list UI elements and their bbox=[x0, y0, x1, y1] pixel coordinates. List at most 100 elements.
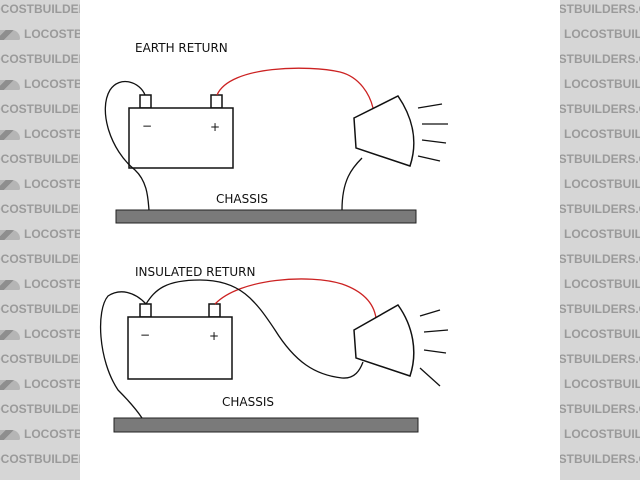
watermark-text: LOCOSTBUILDERS.CO.UK bbox=[0, 452, 80, 466]
chassis-label: CHASSIS bbox=[216, 192, 268, 206]
watermark-text: LOCOSTBUILDERS.CO.UK bbox=[564, 227, 640, 241]
positive-wire bbox=[214, 278, 377, 319]
watermark-row: LOCOSTBUILDERS.CO.UK bbox=[560, 152, 640, 166]
chassis-wire bbox=[100, 291, 147, 419]
watermark-row: LOCOSTBUILDERS.CO.UK bbox=[560, 377, 640, 391]
watermark-row: LOCOSTBUILDERS.CO.UK bbox=[0, 177, 80, 191]
watermark-text: LOCOSTBUILDERS.CO.UK bbox=[560, 402, 640, 416]
watermark-text: LOCOSTBUILDERS.CO.UK bbox=[560, 52, 640, 66]
watermark-row: LOCOSTBUILDERS.CO.UK bbox=[560, 227, 640, 241]
watermark-text: LOCOSTBUILDERS.CO.UK bbox=[24, 127, 80, 141]
watermark-logo-icon bbox=[0, 79, 20, 90]
battery-pos-symbol: + bbox=[210, 120, 220, 134]
watermark-text: LOCOSTBUILDERS.CO.UK bbox=[24, 277, 80, 291]
lamp-icon bbox=[353, 304, 415, 377]
watermark-row: LOCOSTBUILDERS.CO.UK bbox=[0, 252, 80, 266]
battery: − + bbox=[127, 303, 233, 380]
watermark-row: LOCOSTBUILDERS.CO.UK bbox=[560, 202, 640, 216]
watermark-row: LOCOSTBUILDERS.CO.UK bbox=[0, 2, 80, 16]
battery-neg-terminal bbox=[139, 94, 152, 109]
watermark-row: LOCOSTBUILDERS.CO.UK bbox=[560, 27, 640, 41]
watermark-row: LOCOSTBUILDERS.CO.UK bbox=[560, 427, 640, 441]
watermark-text: LOCOSTBUILDERS.CO.UK bbox=[564, 27, 640, 41]
watermark-row: LOCOSTBUILDERS.CO.UK bbox=[0, 127, 80, 141]
battery-neg-terminal bbox=[139, 303, 152, 318]
watermark-row: LOCOSTBUILDERS.CO.UK bbox=[0, 452, 80, 466]
watermark-row: LOCOSTBUILDERS.CO.UK bbox=[560, 252, 640, 266]
watermark-text: LOCOSTBUILDERS.CO.UK bbox=[560, 252, 640, 266]
watermark-text: LOCOSTBUILDERS.CO.UK bbox=[0, 52, 80, 66]
watermark-row: LOCOSTBUILDERS.CO.UK bbox=[560, 277, 640, 291]
battery-pos-symbol: + bbox=[209, 329, 219, 343]
watermark-row: LOCOSTBUILDERS.CO.UK bbox=[0, 427, 80, 441]
watermark-text: LOCOSTBUILDERS.CO.UK bbox=[0, 102, 80, 116]
watermark-row: LOCOSTBUILDERS.CO.UK bbox=[560, 127, 640, 141]
diagram-canvas: EARTH RETURN CHASSIS − + bbox=[80, 0, 560, 480]
chassis-label: CHASSIS bbox=[222, 395, 274, 409]
lamp-icon bbox=[353, 95, 415, 167]
watermark-row: LOCOSTBUILDERS.CO.UK bbox=[0, 27, 80, 41]
watermark-row: LOCOSTBUILDERS.CO.UK bbox=[0, 152, 80, 166]
watermark-text: LOCOSTBUILDERS.CO.UK bbox=[564, 377, 640, 391]
watermark-text: LOCOSTBUILDERS.CO.UK bbox=[0, 202, 80, 216]
watermark-text: LOCOSTBUILDERS.CO.UK bbox=[564, 327, 640, 341]
watermark-row: LOCOSTBUILDERS.CO.UK bbox=[560, 352, 640, 366]
watermark-text: LOCOSTBUILDERS.CO.UK bbox=[24, 327, 80, 341]
watermark-text: LOCOSTBUILDERS.CO.UK bbox=[560, 202, 640, 216]
battery-neg-symbol: − bbox=[142, 119, 152, 133]
watermark-text: LOCOSTBUILDERS.CO.UK bbox=[564, 127, 640, 141]
watermark-text: LOCOSTBUILDERS.CO.UK bbox=[24, 427, 80, 441]
insulated-return-title: INSULATED RETURN bbox=[135, 265, 255, 279]
watermark-text: LOCOSTBUILDERS.CO.UK bbox=[24, 177, 80, 191]
battery: − + bbox=[128, 94, 234, 169]
watermark-text: LOCOSTBUILDERS.CO.UK bbox=[0, 252, 80, 266]
watermark-row: LOCOSTBUILDERS.CO.UK bbox=[560, 102, 640, 116]
watermark-text: LOCOSTBUILDERS.CO.UK bbox=[564, 177, 640, 191]
watermark-row: LOCOSTBUILDERS.CO.UK bbox=[0, 327, 80, 341]
watermark-row: LOCOSTBUILDERS.CO.UK bbox=[560, 452, 640, 466]
watermark-text: LOCOSTBUILDERS.CO.UK bbox=[564, 77, 640, 91]
watermark-text: LOCOSTBUILDERS.CO.UK bbox=[0, 352, 80, 366]
battery-body bbox=[127, 316, 233, 380]
watermark-row: LOCOSTBUILDERS.CO.UK bbox=[0, 352, 80, 366]
watermark-row: LOCOSTBUILDERS.CO.UK bbox=[0, 402, 80, 416]
light-rays bbox=[419, 309, 449, 387]
watermark-text: LOCOSTBUILDERS.CO.UK bbox=[0, 152, 80, 166]
chassis-bar bbox=[115, 209, 417, 224]
watermark-strip-left: LOCOSTBUILDERS.CO.UK LOCOSTBUILDERS.CO.UK… bbox=[0, 0, 80, 480]
watermark-row: LOCOSTBUILDERS.CO.UK bbox=[560, 2, 640, 16]
earth-return-diagram: EARTH RETURN CHASSIS − + bbox=[104, 41, 448, 224]
earth-return-title: EARTH RETURN bbox=[135, 41, 228, 55]
watermark-row: LOCOSTBUILDERS.CO.UK bbox=[0, 377, 80, 391]
watermark-row: LOCOSTBUILDERS.CO.UK bbox=[0, 277, 80, 291]
watermark-text: LOCOSTBUILDERS.CO.UK bbox=[24, 227, 80, 241]
watermark-text: LOCOSTBUILDERS.CO.UK bbox=[24, 27, 80, 41]
watermark-row: LOCOSTBUILDERS.CO.UK bbox=[0, 77, 80, 91]
watermark-text: LOCOSTBUILDERS.CO.UK bbox=[24, 77, 80, 91]
insulated-return-diagram: INSULATED RETURN CHASSIS − + bbox=[100, 265, 449, 433]
wiring-diagram: EARTH RETURN CHASSIS − + bbox=[100, 41, 449, 433]
watermark-row: LOCOSTBUILDERS.CO.UK bbox=[0, 52, 80, 66]
watermark-logo-icon bbox=[0, 329, 20, 340]
watermark-text: LOCOSTBUILDERS.CO.UK bbox=[24, 377, 80, 391]
watermark-row: LOCOSTBUILDERS.CO.UK bbox=[0, 202, 80, 216]
watermark-text: LOCOSTBUILDERS.CO.UK bbox=[560, 302, 640, 316]
battery-neg-symbol: − bbox=[140, 328, 150, 342]
watermark-logo-icon bbox=[0, 179, 20, 190]
watermark-text: LOCOSTBUILDERS.CO.UK bbox=[560, 452, 640, 466]
watermark-row: LOCOSTBUILDERS.CO.UK bbox=[560, 302, 640, 316]
insulated-return-wire bbox=[145, 279, 364, 379]
watermark-text: LOCOSTBUILDERS.CO.UK bbox=[560, 102, 640, 116]
watermark-row: LOCOSTBUILDERS.CO.UK bbox=[0, 102, 80, 116]
battery-body bbox=[128, 107, 234, 169]
watermark-row: LOCOSTBUILDERS.CO.UK bbox=[560, 77, 640, 91]
watermark-logo-icon bbox=[0, 229, 20, 240]
positive-wire bbox=[216, 67, 374, 109]
watermark-logo-icon bbox=[0, 129, 20, 140]
lamp-earth-wire bbox=[341, 157, 363, 211]
watermark-logo-icon bbox=[0, 29, 20, 40]
watermark-text: LOCOSTBUILDERS.CO.UK bbox=[0, 2, 80, 16]
watermark-logo-icon bbox=[0, 379, 20, 390]
watermark-text: LOCOSTBUILDERS.CO.UK bbox=[560, 152, 640, 166]
chassis-bar bbox=[113, 417, 419, 433]
